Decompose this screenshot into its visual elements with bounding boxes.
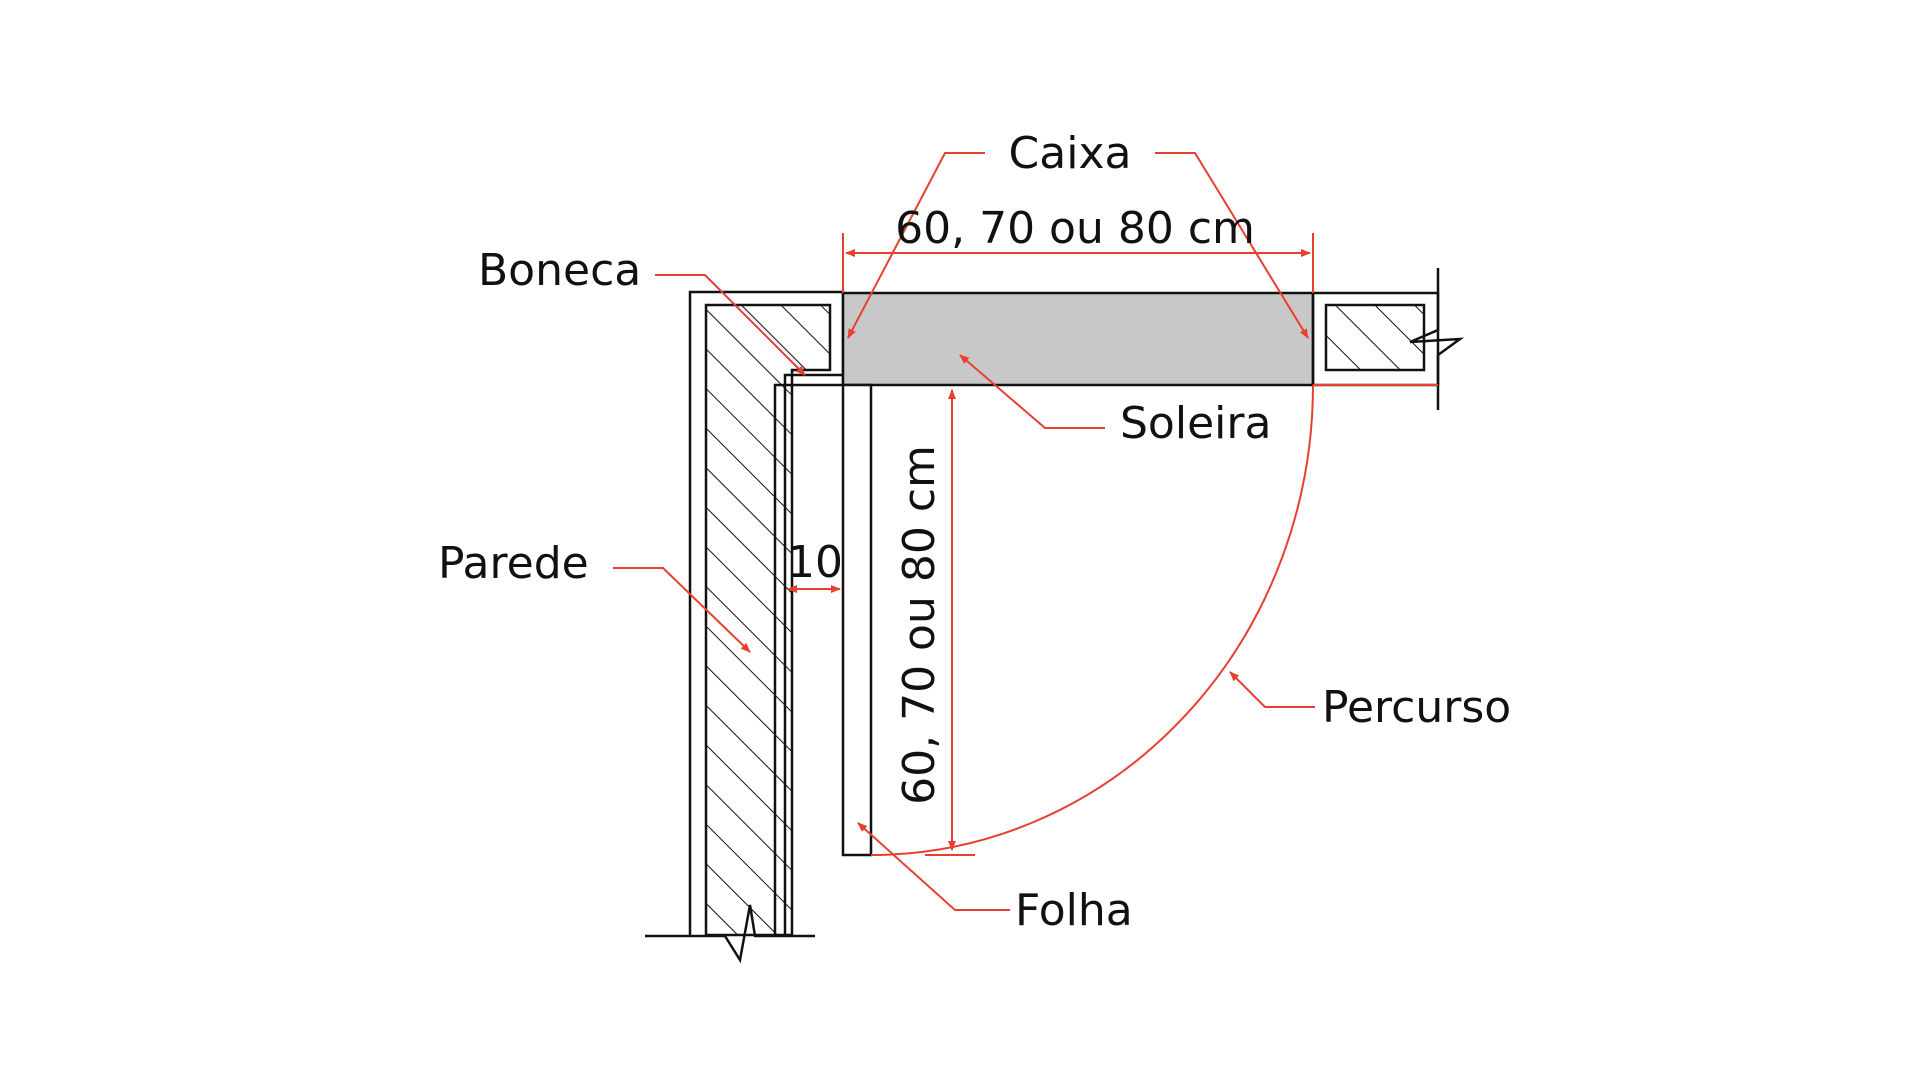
- soleira-leader: [959, 354, 1105, 429]
- folha-leader: [857, 822, 1010, 911]
- caixa-leader-left: [847, 152, 985, 339]
- boneca-label: Boneca: [478, 245, 641, 296]
- caixa-label: Caixa: [1009, 128, 1132, 179]
- caixa-leader-right: [1155, 152, 1309, 339]
- right-wall-break-line: [1409, 268, 1465, 410]
- wall-finish-line: [783, 373, 843, 935]
- width-dimension-label: 60, 70 ou 80 cm: [895, 203, 1255, 254]
- wall-hatch: [704, 303, 832, 937]
- left-wall: [645, 290, 845, 964]
- soleira-label: Soleira: [1120, 398, 1271, 449]
- right-wall-hatch: [1324, 303, 1426, 372]
- right-wall: [1311, 268, 1465, 410]
- door-swing-arc: [870, 384, 1314, 856]
- parede-leader: [613, 567, 751, 653]
- parede-label: Parede: [438, 538, 589, 589]
- leaf-dimension: [925, 389, 975, 856]
- threshold: [841, 291, 1315, 387]
- leaf-dimension-label: 60, 70 ou 80 cm: [894, 445, 945, 805]
- folha-label: Folha: [1015, 885, 1133, 936]
- percurso-label: Percurso: [1322, 682, 1511, 733]
- wall-break-line: [645, 904, 815, 964]
- width-dimension: [842, 233, 1314, 293]
- percurso-leader: [1229, 671, 1315, 708]
- gap-dimension-label: 10: [787, 537, 843, 588]
- boneca-leader: [655, 274, 806, 376]
- door-leaf: [841, 383, 873, 857]
